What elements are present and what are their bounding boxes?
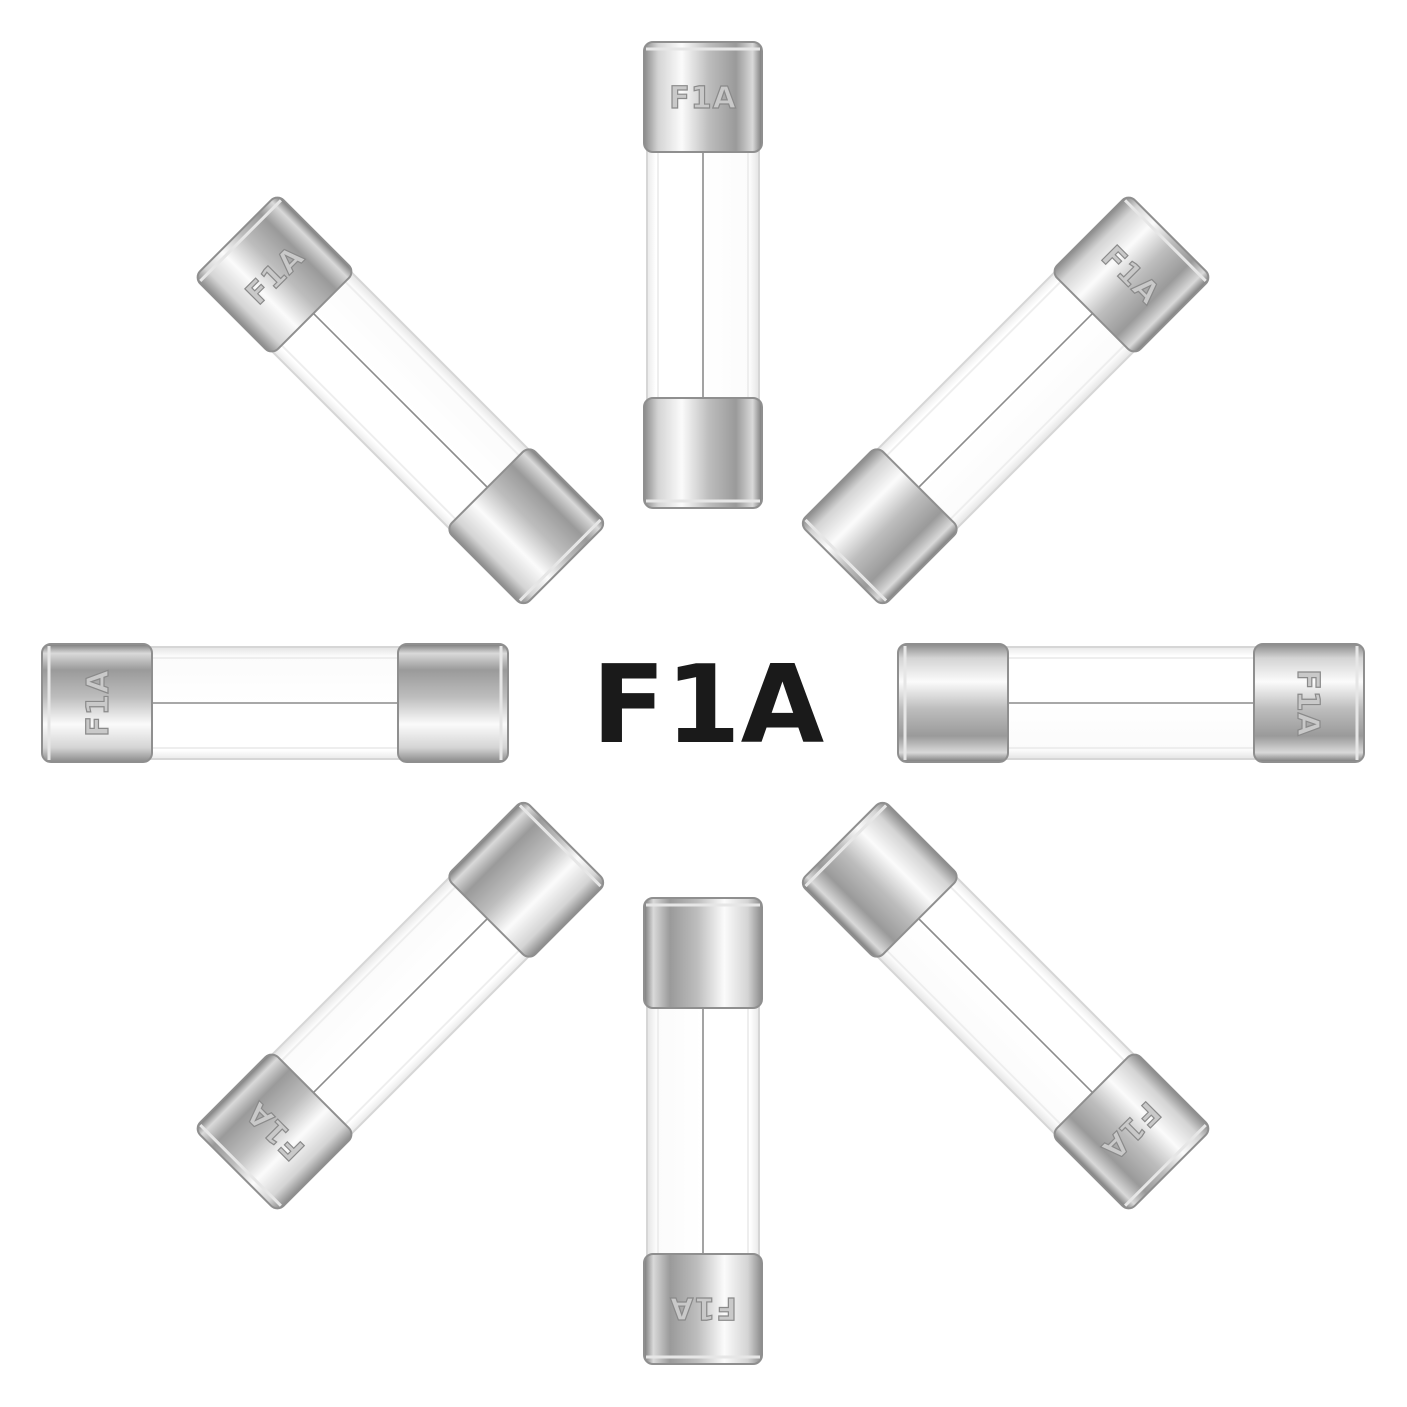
fuse-marking-text: F1A xyxy=(81,669,116,737)
fuse-group: F1A F1A F1A F1A F1A F1A F1A F1A xyxy=(41,41,1365,1365)
glass-highlight xyxy=(280,344,457,520)
fuse-bottom: F1A xyxy=(643,897,763,1365)
end-cap xyxy=(801,801,958,958)
end-cap-marked xyxy=(1053,1053,1210,1210)
fuse-top-left: F1A xyxy=(196,196,605,605)
fuse-top-right: F1A xyxy=(801,196,1210,605)
fuse-bottom-right: F1A xyxy=(801,801,1210,1210)
cap-rim xyxy=(1124,199,1207,282)
glass-highlight xyxy=(886,280,1062,457)
fuse-wire xyxy=(918,918,1094,1094)
glass-highlight xyxy=(886,949,1062,1126)
end-cap-marked xyxy=(643,41,763,153)
glass-highlight xyxy=(280,886,457,1062)
fuse-marking-text: F1A xyxy=(669,1290,737,1325)
glass-highlight xyxy=(344,280,520,457)
fuse-wire xyxy=(312,918,488,1094)
cap-rim xyxy=(1124,1124,1207,1207)
fuse-wire xyxy=(918,312,1094,488)
end-cap-marked xyxy=(196,196,353,353)
cap-rim xyxy=(199,199,282,282)
fuse-marking-text: F1A xyxy=(669,81,737,116)
end-cap xyxy=(897,643,1009,763)
end-cap xyxy=(643,397,763,509)
glass-highlight xyxy=(344,949,520,1126)
fuse-top: F1A xyxy=(643,41,763,509)
fuse-marking-text: F1A xyxy=(1290,669,1325,737)
cap-rim xyxy=(804,804,888,888)
end-cap-marked xyxy=(1253,643,1365,763)
cap-rim xyxy=(804,518,888,602)
end-cap xyxy=(397,643,509,763)
end-cap xyxy=(801,448,958,605)
cap-rim xyxy=(518,804,602,888)
end-cap-marked xyxy=(41,643,153,763)
end-cap-marked xyxy=(196,1053,353,1210)
cap-rim xyxy=(518,518,602,602)
cap-rim xyxy=(199,1124,282,1207)
fuse-wire xyxy=(312,312,488,488)
fuse-right: F1A xyxy=(897,643,1365,763)
glass-highlight xyxy=(949,886,1126,1062)
end-cap-marked xyxy=(1053,196,1210,353)
end-cap-marked xyxy=(643,1253,763,1365)
center-label: F1A xyxy=(592,643,825,768)
fuse-left: F1A xyxy=(41,643,509,763)
end-cap xyxy=(448,448,605,605)
end-cap xyxy=(448,801,605,958)
glass-highlight xyxy=(949,344,1126,520)
fuse-bottom-left: F1A xyxy=(196,801,605,1210)
end-cap xyxy=(643,897,763,1009)
